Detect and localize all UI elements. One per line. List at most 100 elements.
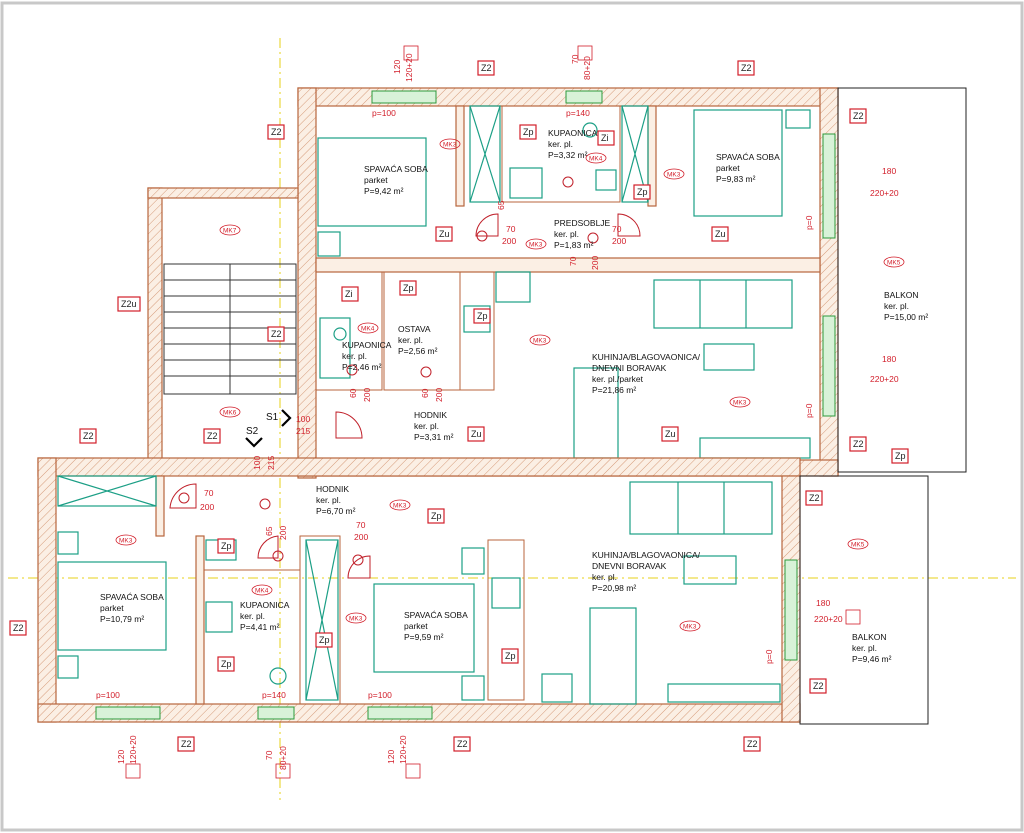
- mk-text: MK4: [589, 156, 603, 163]
- tag-z2: Z2: [177, 736, 195, 752]
- dimension-label: p=140: [566, 108, 590, 118]
- room-text: ker. pl.: [398, 335, 423, 345]
- tag-text: Zp: [637, 187, 648, 197]
- tag-z2: Z2: [9, 620, 27, 636]
- dimension-label: 120: [116, 750, 126, 764]
- tag-zp: Zp: [519, 124, 537, 140]
- dimension-label: 70: [506, 224, 516, 234]
- wardrobe-3: [57, 475, 157, 507]
- tag-z2: Z2: [737, 60, 755, 76]
- room-text: KUHINJA/BLAGOVAONICA/: [592, 550, 701, 560]
- room-text: HODNIK: [316, 484, 349, 494]
- ref-box: [577, 45, 593, 61]
- tag-text: Z2: [809, 493, 820, 503]
- tag-z2: Z2: [79, 428, 97, 444]
- stair-wall: [147, 187, 163, 461]
- dimension-label: 120+20: [404, 53, 414, 82]
- room-text: parket: [716, 163, 740, 173]
- room-label-kuh1: KUHINJA/BLAGOVAONICA/DNEVNI BORAVAKker. …: [592, 352, 701, 395]
- dimension-label: 200: [362, 388, 372, 402]
- bath2-walls: [315, 271, 383, 391]
- window-bottom-3: [367, 706, 433, 720]
- wall-mid: [315, 257, 821, 273]
- room-text: P=9,83 m²: [716, 174, 756, 184]
- section-s1: S1: [266, 412, 279, 423]
- wall-left-lower: [37, 457, 57, 723]
- room-text: ker. pl.: [884, 301, 909, 311]
- toilet-1: [582, 122, 598, 138]
- tag-text: Z2: [457, 739, 468, 749]
- tag-zp: Zp: [217, 538, 235, 554]
- tag-z2: Z2: [809, 678, 827, 694]
- room-text: P=2,46 m²: [342, 362, 382, 372]
- mk-text: MK4: [255, 588, 269, 595]
- balcony-1: [837, 87, 967, 473]
- window-top-1: [371, 90, 437, 104]
- dimension-label: 180: [882, 166, 896, 176]
- tag-text: Zi: [601, 133, 609, 143]
- sink-1: [595, 169, 617, 191]
- room-text: BALKON: [884, 290, 919, 300]
- dimension-label: p=100: [368, 690, 392, 700]
- dimension-label: 200: [278, 526, 288, 540]
- tag-z2: Z2: [203, 428, 221, 444]
- dimension-label: p=140: [262, 690, 286, 700]
- dimension-label: 220+20: [870, 188, 899, 198]
- dimension-label: p=100: [96, 690, 120, 700]
- tag-z2: Z2: [267, 326, 285, 342]
- dimension-label: 80+20: [278, 746, 288, 770]
- bed-3: [57, 561, 167, 651]
- mk-mk3: MK3: [729, 396, 751, 408]
- tag-z2: Z2: [477, 60, 495, 76]
- room-text: ker. pl.: [852, 643, 877, 653]
- tag-text: Z2: [741, 63, 752, 73]
- dimension-label: 120+20: [398, 735, 408, 764]
- tag-zp: Zp: [633, 184, 651, 200]
- dimension-label: 70: [568, 256, 578, 266]
- tag-text: Zi: [345, 289, 353, 299]
- nightstand: [317, 231, 341, 257]
- room-text: P=9,42 m²: [364, 186, 404, 196]
- room-text: ker. pl.: [548, 139, 573, 149]
- window-right-2: [822, 315, 836, 417]
- room-text: ker. pl.: [240, 611, 265, 621]
- room-text: DNEVNI BORAVAK: [592, 363, 667, 373]
- wardrobe-1: [469, 105, 501, 203]
- room-text: parket: [364, 175, 388, 185]
- balcony-2: [799, 475, 929, 725]
- mk-text: MK3: [529, 242, 543, 249]
- stairs: [163, 263, 297, 395]
- tag-zp: Zp: [501, 648, 519, 664]
- mk-text: MK5: [851, 542, 865, 549]
- tag-z2: Z2: [267, 124, 285, 140]
- dimension-label: 200: [200, 502, 214, 512]
- shower-1: [509, 167, 543, 199]
- stove: [495, 271, 531, 303]
- tag-zp: Zp: [427, 508, 445, 524]
- nightstand-2: [785, 109, 811, 129]
- wardrobe-1-box: [469, 105, 501, 203]
- coffee-table: [703, 343, 755, 371]
- dimension-label: p=0: [764, 649, 774, 664]
- dimension-label: 180: [816, 598, 830, 608]
- tag-zi: Zi: [597, 130, 615, 146]
- room-text: parket: [100, 603, 124, 613]
- dimension-label: 200: [590, 256, 600, 270]
- wall-top-lower: [37, 457, 801, 477]
- room-text: KUPAONICA: [548, 128, 598, 138]
- dimension-label: 100: [252, 456, 262, 470]
- tag-text: Zp: [319, 635, 330, 645]
- dimension-label: 70: [356, 520, 366, 530]
- mk-text: MK6: [223, 410, 237, 417]
- mk-mk6: MK6: [219, 406, 241, 418]
- room-text: P=3,32 m²: [548, 150, 588, 160]
- dimension-label: 120: [386, 750, 396, 764]
